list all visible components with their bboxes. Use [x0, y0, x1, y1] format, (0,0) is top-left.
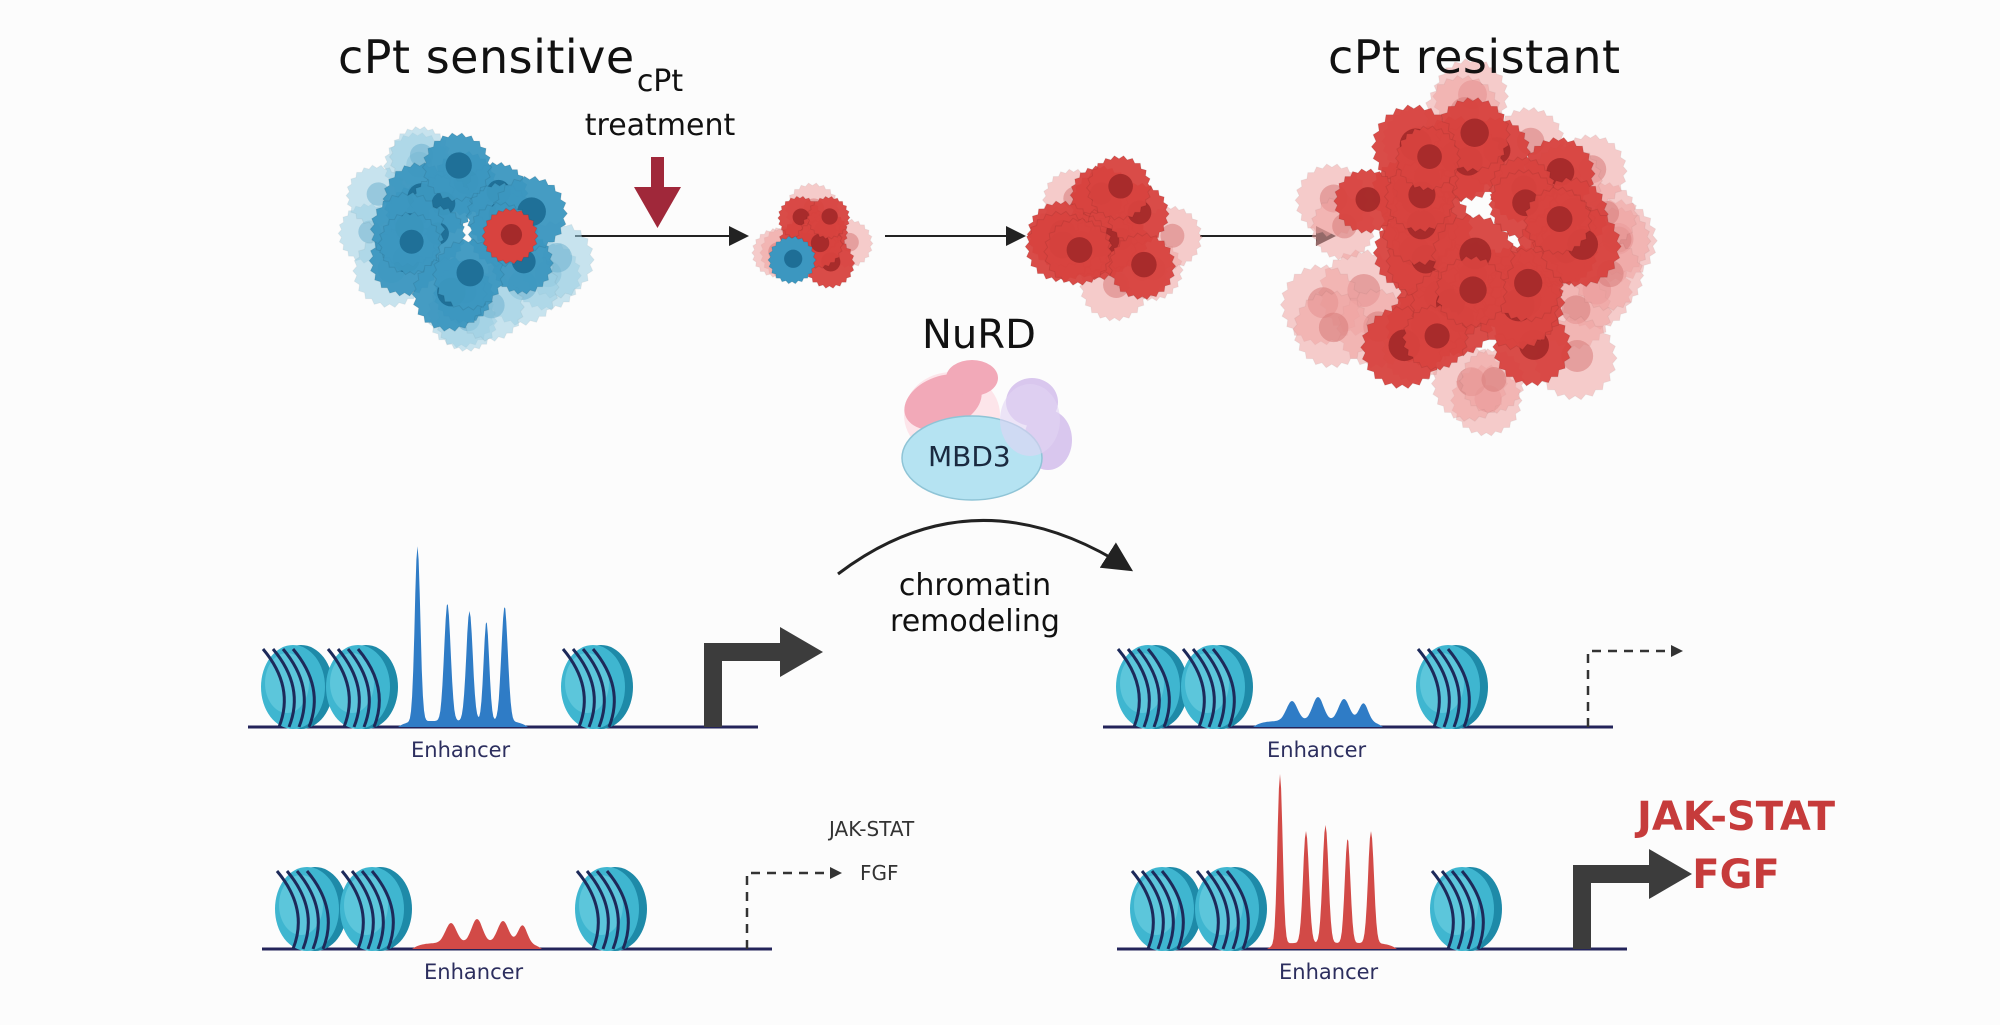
remodeling-label-line1: chromatin: [898, 568, 1052, 603]
nucleosome-icon: [561, 645, 633, 729]
nucleosome-icon: [1181, 645, 1253, 729]
regrowing-cluster: [1024, 155, 1204, 322]
nucleosome-icon: [1195, 867, 1267, 951]
enhancer-label-bottom-left: Enhancer: [424, 960, 524, 984]
treatment-arrow-icon: [634, 157, 681, 228]
track-resistant-bottom: [1117, 774, 1692, 951]
mbd3-label: MBD3: [928, 440, 1011, 473]
nurd-complex-icon: [901, 360, 1072, 501]
remodeling-label: chromatin remodeling: [880, 568, 1070, 640]
track-sensitive-bottom: [262, 867, 842, 951]
sensitive-tumor-cluster: [337, 125, 595, 353]
enhancer-label-bottom-right: Enhancer: [1279, 960, 1379, 984]
treatment-label: cPt treatment: [560, 60, 760, 148]
cell-clusters: [337, 58, 1658, 437]
nurd-label: NuRD: [922, 312, 1036, 358]
nucleosome-icon: [340, 867, 412, 951]
surviving-sensitive-cell: [767, 235, 817, 285]
enhancer-signal: [1253, 697, 1383, 727]
remodeling-label-line2: remodeling: [890, 604, 1060, 639]
track-sensitive-top: [248, 546, 823, 729]
resistant-title: cPt resistant: [1328, 30, 1621, 84]
genes-left-fgf: FGF: [860, 861, 899, 885]
enhancer-signal: [398, 546, 528, 727]
enhancer-signal: [1267, 774, 1397, 949]
resistant-tumor-cluster: [1279, 58, 1658, 437]
treatment-label-line2: treatment: [584, 108, 736, 143]
nucleosome-icon: [1130, 867, 1202, 951]
genes-right-jakstat: JAK-STAT: [1636, 794, 1836, 840]
treatment-label-line1: cPt: [636, 64, 684, 99]
nucleosome-icon: [261, 645, 333, 729]
nucleosome-icon: [1116, 645, 1188, 729]
active-promoter-arrow-icon: [1573, 865, 1657, 949]
enhancer-label-top-left: Enhancer: [411, 738, 511, 762]
remodeling-arrow: [837, 518, 1134, 576]
enhancer-signal: [412, 919, 542, 949]
genes-right-fgf: FGF: [1692, 852, 1780, 898]
nucleosome-icon: [275, 867, 347, 951]
genes-left-jakstat: JAK-STAT: [829, 817, 915, 841]
chromatin-tracks: [248, 546, 1692, 951]
enhancer-label-top-right: Enhancer: [1267, 738, 1367, 762]
weak-promoter-arrow-icon: [1586, 649, 1673, 727]
track-resistant-top: [1103, 645, 1683, 729]
resistant-clone-cell: [481, 207, 539, 265]
nucleosome-icon: [1430, 867, 1502, 951]
sensitive-title: cPt sensitive: [338, 30, 635, 84]
active-promoter-arrow-icon: [704, 643, 788, 727]
nucleosome-icon: [326, 645, 398, 729]
nucleosome-icon: [575, 867, 647, 951]
nucleosome-icon: [1416, 645, 1488, 729]
weak-promoter-arrow-icon: [745, 871, 832, 949]
